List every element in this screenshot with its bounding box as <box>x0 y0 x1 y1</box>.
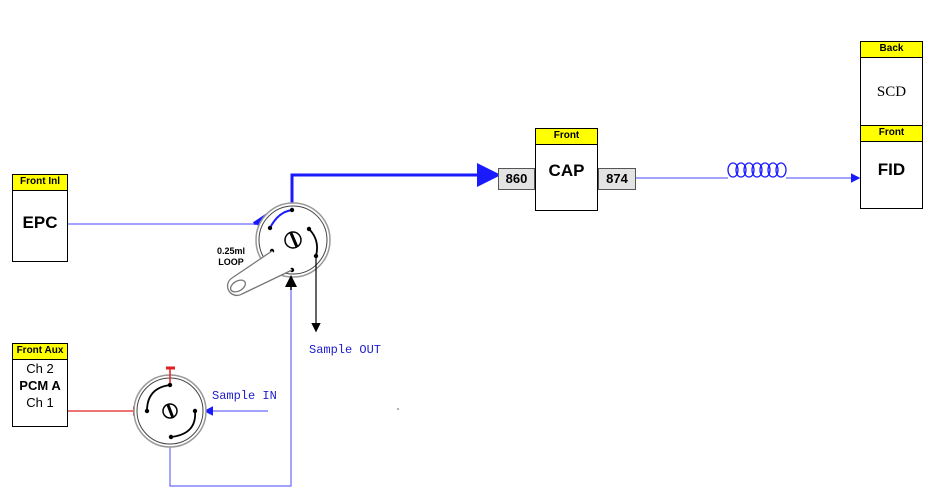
cap-header: Front <box>536 129 597 145</box>
pcm-label: PCM A <box>19 378 61 393</box>
pcm-header: Front Aux <box>13 344 67 360</box>
cap-port-out: 874 <box>598 168 636 190</box>
fid-label: FID <box>877 160 906 179</box>
scd-box: Back SCD <box>860 41 923 127</box>
valve-to-cap-line <box>290 163 501 205</box>
cap-port-in: 860 <box>498 168 535 190</box>
epc-label: EPC <box>22 213 58 232</box>
fid-header: Front <box>861 126 922 142</box>
loop-label: 0.25ml LOOP <box>217 246 246 267</box>
pcm-box: Front Aux Ch 2 PCM A Ch 1 <box>12 343 68 427</box>
pcm-ch2: Ch 2 <box>26 361 54 376</box>
epc-header: Front Inl <box>13 175 67 191</box>
sample-out-label: Sample OUT <box>309 343 382 357</box>
fid-box: Front FID <box>860 125 923 209</box>
cap-label: CAP <box>548 161 585 180</box>
scd-label: SCD <box>876 84 907 100</box>
sample-in-label: Sample IN <box>212 389 277 403</box>
valve2-to-valve1-line <box>169 278 292 487</box>
scd-header: Back <box>861 42 922 58</box>
sample-loop <box>226 250 293 297</box>
pcm-ch1: Ch 1 <box>26 395 54 410</box>
cap-box: Front CAP <box>535 128 598 211</box>
column-coil <box>727 162 787 178</box>
valve2-4port: 3 4 2 1 <box>133 374 207 448</box>
epc-box: Front Inl EPC <box>12 174 68 262</box>
